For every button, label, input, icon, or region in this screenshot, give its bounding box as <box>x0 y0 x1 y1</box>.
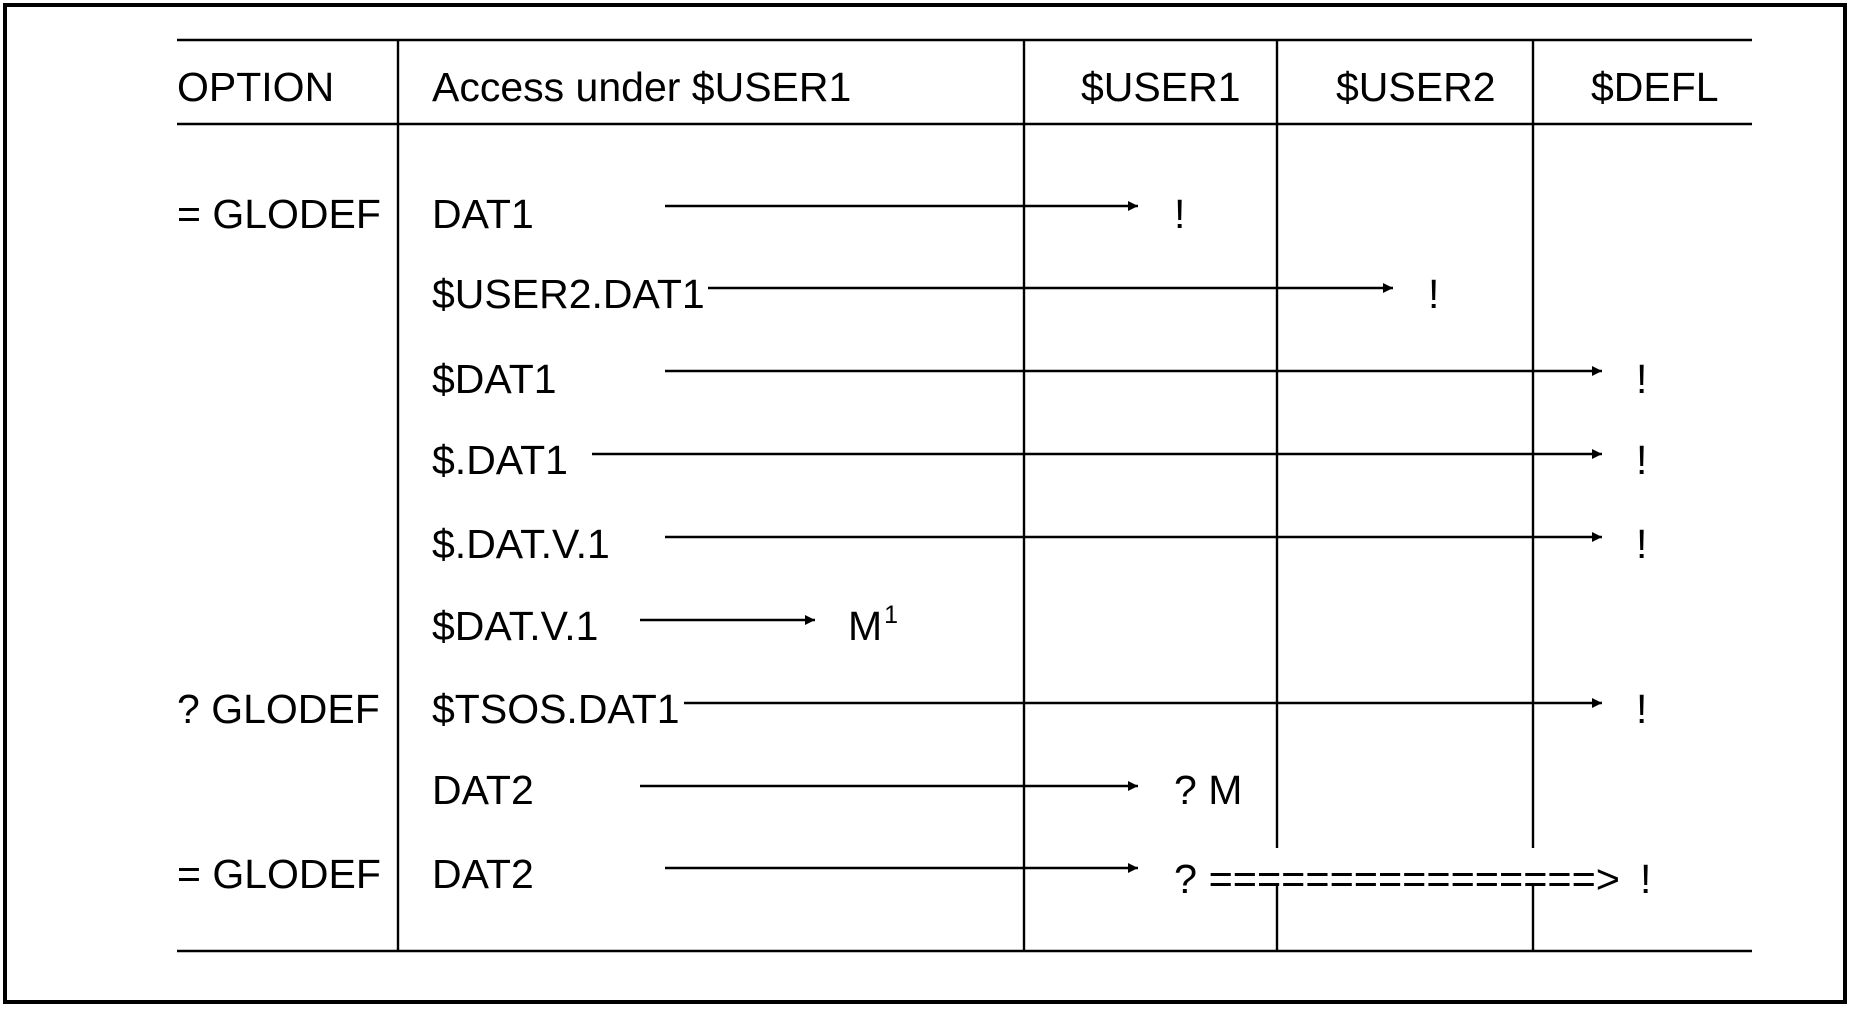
row-access: DAT2 <box>432 767 534 813</box>
diagram-row: $.DAT1 ! <box>432 437 1647 483</box>
row-result: ! <box>1428 271 1439 317</box>
row-result: ! <box>1636 521 1647 567</box>
row-result: ! <box>1636 686 1647 732</box>
row-result: ! <box>1174 191 1185 237</box>
diagram-row: DAT2 ? M <box>432 767 1242 813</box>
row-access: DAT2 <box>432 851 534 897</box>
row-result: ! <box>1636 356 1647 402</box>
diagram-row: $USER2.DAT1 ! <box>432 271 1439 317</box>
row-result: ? M <box>1174 767 1242 813</box>
footnote-marker: 1 <box>884 601 898 629</box>
header-defl: $DEFL <box>1591 64 1719 110</box>
row-access: $.DAT.V.1 <box>432 521 610 567</box>
row-option: ? GLODEF <box>177 686 380 732</box>
header-user1: $USER1 <box>1081 64 1241 110</box>
header-access: Access under $USER1 <box>432 64 851 110</box>
outer-border <box>3 3 1847 1004</box>
header-option: OPTION <box>177 64 334 110</box>
diagram-row: ? GLODEF $TSOS.DAT1 ! <box>177 686 1647 732</box>
row-access: DAT1 <box>432 191 534 237</box>
diagram-row: $DAT1 ! <box>432 356 1647 402</box>
row-option: = GLODEF <box>177 191 381 237</box>
diagram-row: $.DAT.V.1 ! <box>432 521 1647 567</box>
diagram-row: = GLODEF DAT2 ? ================> ! <box>177 851 1651 902</box>
diagram-row: $DAT.V.1 M1 <box>432 601 898 649</box>
row-access: $.DAT1 <box>432 437 568 483</box>
row-result: ? ================> <box>1174 856 1620 902</box>
header-user2: $USER2 <box>1336 64 1496 110</box>
row-result: M1 <box>848 601 898 649</box>
diagram-row: = GLODEF DAT1 ! <box>177 191 1185 237</box>
row-access: $DAT.V.1 <box>432 603 598 649</box>
row-result-main: M <box>848 603 882 649</box>
row-access: $USER2.DAT1 <box>432 271 705 317</box>
row-result-end: ! <box>1640 856 1651 902</box>
row-result: ! <box>1636 437 1647 483</box>
row-access: $TSOS.DAT1 <box>432 686 680 732</box>
row-access: $DAT1 <box>432 356 557 402</box>
row-option: = GLODEF <box>177 851 381 897</box>
